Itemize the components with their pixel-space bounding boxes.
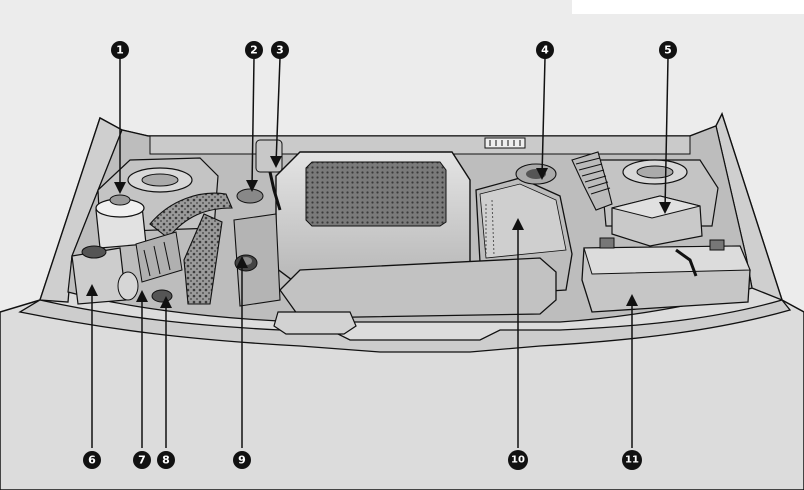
callout-10: 10 <box>508 450 528 470</box>
battery <box>581 237 751 313</box>
callout-8: 8 <box>157 451 175 469</box>
callout-4: 4 <box>536 41 554 59</box>
callout-11-label: 11 <box>625 455 639 466</box>
callout-1: 1 <box>111 41 129 59</box>
engine-cover <box>275 151 471 281</box>
callout-3: 3 <box>271 41 289 59</box>
corner-background <box>572 0 804 14</box>
callout-8-label: 8 <box>162 454 170 467</box>
callout-arrowheads <box>86 156 671 308</box>
callout-6-label: 6 <box>88 454 96 467</box>
callout-9: 9 <box>233 451 251 469</box>
cowl-connector <box>484 137 526 149</box>
callout-5-label: 5 <box>664 44 672 57</box>
callout-2: 2 <box>245 41 263 59</box>
callout-3-label: 3 <box>276 44 284 57</box>
front-bumper <box>18 299 792 353</box>
callout-7-label: 7 <box>138 454 146 467</box>
callout-leaders <box>91 57 669 448</box>
callout-11: 11 <box>622 450 642 470</box>
intake-bellows <box>571 151 613 211</box>
callout-1-label: 1 <box>116 44 124 57</box>
lower-hose <box>183 213 223 305</box>
brake-fluid-reservoir <box>95 194 147 249</box>
engine-oil-dipstick <box>236 188 264 204</box>
callout-4-label: 4 <box>541 44 549 57</box>
duct-inlet <box>273 311 357 335</box>
callout-9-label: 9 <box>238 454 246 467</box>
coolant-reservoir <box>117 271 139 301</box>
fuse-box <box>611 195 703 247</box>
callout-7: 7 <box>133 451 151 469</box>
callout-5: 5 <box>659 41 677 59</box>
power-steering-cap <box>151 289 173 303</box>
valve-cover-side <box>233 213 281 307</box>
callout-6: 6 <box>83 451 101 469</box>
radiator-hose <box>149 192 233 239</box>
callout-2-label: 2 <box>250 44 258 57</box>
callout-10-label: 10 <box>511 455 525 466</box>
pipe-bundle <box>135 231 183 283</box>
